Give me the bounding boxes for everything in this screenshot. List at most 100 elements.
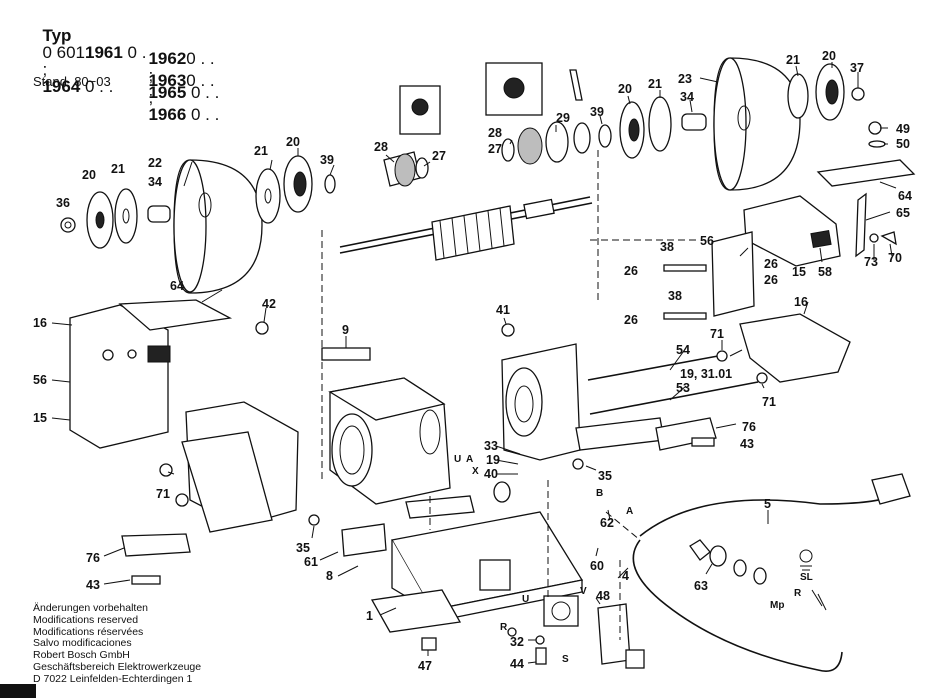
callout-33: 33 — [484, 439, 498, 453]
wing-screw-35-right — [572, 458, 584, 470]
callout-1: 1 — [366, 609, 373, 623]
left-wheel-assembly — [60, 151, 429, 294]
disk-21-right — [648, 96, 672, 152]
disk-21-mid — [255, 168, 281, 224]
callout-58: 58 — [818, 265, 832, 279]
callout-60: 60 — [590, 559, 604, 573]
callout-70: 70 — [888, 251, 902, 265]
callout-20: 20 — [618, 82, 632, 96]
right-housing — [501, 323, 768, 470]
callout-65: 65 — [896, 206, 910, 220]
footer-notes: Änderungen vorbehalten Modifications res… — [33, 602, 201, 686]
callout-8: 8 — [326, 569, 333, 583]
guard-cover-16-right — [739, 313, 851, 383]
callout-39: 39 — [320, 153, 334, 167]
wing-70 — [880, 231, 897, 246]
callout-16: 16 — [33, 316, 47, 330]
callout-26: 26 — [624, 313, 638, 327]
wire-label-s: S — [562, 654, 569, 665]
type-1966-suffix: 0 . . — [186, 105, 220, 124]
callout-36: 36 — [56, 196, 70, 210]
clamp-bottom — [625, 649, 645, 669]
typ-code: 0 601 — [42, 43, 85, 62]
note-line: Änderungen vorbehalten — [33, 602, 149, 614]
callout-39: 39 — [590, 105, 604, 119]
callout-34: 34 — [680, 90, 694, 104]
plate-8 — [341, 523, 387, 557]
callout-15: 15 — [33, 411, 47, 425]
power-cable — [632, 473, 911, 672]
callout-20: 20 — [82, 168, 96, 182]
logo-mark — [0, 684, 36, 698]
washer-32 — [535, 635, 545, 645]
callout-76: 76 — [86, 551, 100, 565]
type-1965-suffix: 0 . . — [186, 83, 220, 102]
callout-37: 37 — [850, 61, 864, 75]
left-guard — [69, 299, 320, 585]
wire-label-a2: A — [626, 506, 633, 517]
type-1966: 1966 — [148, 105, 187, 124]
callout-48: 48 — [596, 589, 610, 603]
callout-4: 4 — [622, 569, 629, 583]
screw-43-right — [691, 437, 715, 447]
callout-49: 49 — [896, 122, 910, 136]
callout-21: 21 — [111, 162, 125, 176]
type-separator: ; — [42, 60, 48, 79]
bracket-65 — [855, 192, 867, 258]
screw-41 — [501, 323, 515, 337]
callout-29: 29 — [556, 111, 570, 125]
wire-label-u2: U — [522, 594, 529, 605]
callout-42: 42 — [262, 297, 276, 311]
company-address: D 7022 Leinfelden-Echterdingen 1 — [33, 672, 193, 685]
ring-39-left — [324, 174, 336, 194]
right-wheel-assembly — [485, 57, 865, 191]
callout-71: 71 — [710, 327, 724, 341]
callout-19: 19 — [486, 453, 500, 467]
pin-38-upper — [663, 264, 707, 272]
capacitor — [405, 495, 475, 519]
foot-76-left — [121, 533, 191, 557]
callout-76: 76 — [742, 420, 756, 434]
label-9 — [321, 347, 371, 361]
callout-20: 20 — [286, 135, 300, 149]
type-separator-2: ; — [148, 66, 154, 85]
switch-4 — [543, 595, 579, 627]
screw-49 — [868, 121, 882, 135]
callout-47: 47 — [418, 659, 432, 673]
callouts: 36 20 21 34 22 21 20 39 28 27 28 27 29 3… — [33, 49, 912, 673]
callout-40: 40 — [484, 467, 498, 481]
callout-56: 56 — [700, 234, 714, 248]
callout-50: 50 — [896, 137, 910, 151]
callout-44: 44 — [510, 657, 524, 671]
wire-label-mp: Mp — [770, 600, 784, 611]
nut-71-lower — [756, 372, 768, 384]
clip-47 — [421, 637, 437, 651]
typ-prefix: Typ — [42, 26, 72, 45]
foot-76-right — [655, 417, 717, 451]
bushing-34-right — [681, 113, 707, 131]
type-header-row3: 19630 . . ; 1966 0 . . — [139, 55, 219, 123]
type-separator-3: ; — [148, 88, 154, 107]
callout-71: 71 — [762, 395, 776, 409]
wire-label-r: R — [500, 622, 508, 633]
callout-35: 35 — [296, 541, 310, 555]
callout-43: 43 — [86, 578, 100, 592]
callout-26: 26 — [624, 264, 638, 278]
type-1962: 1962 — [148, 49, 187, 68]
callout-54: 54 — [676, 343, 690, 357]
callout-26: 26 — [764, 273, 778, 287]
callout-41: 41 — [496, 303, 510, 317]
callout-71: 71 — [156, 487, 170, 501]
wire-label-u: U — [454, 454, 461, 465]
callout-28: 28 — [488, 126, 502, 140]
type-1961: 1961 — [85, 43, 123, 62]
pin-38-lower — [663, 312, 707, 320]
note-line: Modifications reserved — [33, 613, 139, 626]
callout-27: 27 — [432, 149, 446, 163]
callout-64: 64 — [898, 189, 912, 203]
nut-71-upper — [716, 350, 728, 362]
note-line: Salvo modificaciones — [33, 637, 132, 650]
wire-label-v: V — [580, 586, 587, 597]
wire-label-a: A — [466, 454, 473, 465]
type-header-row2: 19620 . . ; 1965 0 . . — [139, 33, 219, 101]
